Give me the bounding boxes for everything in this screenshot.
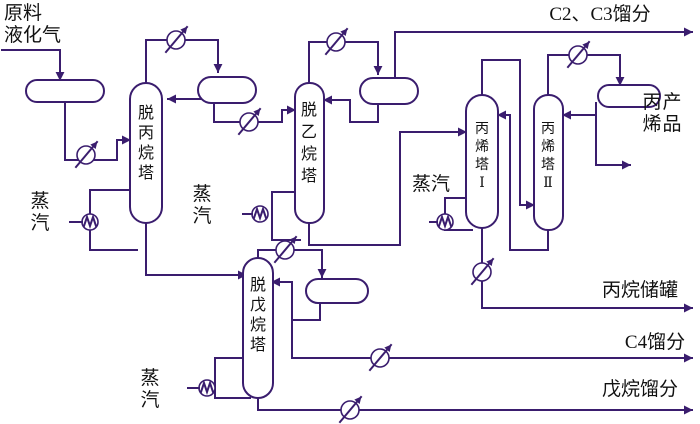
deethanizer-reboiler-loop — [271, 191, 301, 241]
steam-label-1: 蒸汽 — [30, 190, 49, 234]
deethanizer-column — [294, 82, 325, 224]
propylene-product-line — [595, 114, 631, 170]
c2c3-fraction-label: C2、C3馏分 — [549, 3, 650, 25]
propylene-tower2-reflux-line — [562, 102, 597, 120]
depropanizer-reflux-drum — [197, 76, 257, 104]
depropanizer-overhead-cooler-icon — [237, 107, 262, 136]
deethanizer-label: 脱乙烷塔 — [301, 101, 317, 185]
depropanizer-overhead-to-deethanizer-line — [213, 102, 296, 123]
propane-tank-label: 丙烷储罐 — [602, 279, 678, 301]
deethanizer-reflux-line — [323, 95, 379, 123]
pentane-outlet-line — [257, 397, 693, 415]
propane-outlet-line — [481, 227, 693, 313]
depentanizer-label: 脱戊烷塔 — [250, 276, 266, 354]
tower2-return-line — [497, 110, 549, 251]
depentanizer-reflux-drum — [305, 278, 369, 304]
pentane-cooler-icon — [338, 395, 363, 424]
feed-label-line2: 液化气 — [4, 24, 61, 46]
depropanizer-label: 脱丙烷塔 — [138, 104, 154, 182]
deethanizer-reboiler-heater-icon — [251, 205, 269, 223]
depentanizer-reboiler-loop — [214, 357, 251, 399]
feed-drum-to-depropanizer-line — [64, 99, 131, 161]
propylene-tower1-overhead-line — [481, 59, 535, 210]
depentanizer-condenser-icon — [273, 235, 298, 264]
steam-label-4: 蒸汽 — [140, 367, 159, 411]
propylene-condenser-icon — [566, 40, 591, 69]
deethanizer-reflux-drum — [359, 77, 419, 105]
propylene-reflux-drum — [597, 84, 661, 108]
propylene-tower1-reboiler-heater-icon — [436, 213, 454, 231]
c4-fraction-label: C4馏分 — [625, 331, 685, 353]
depropanizer-column — [129, 82, 163, 224]
steam-label-3: 蒸汽 — [412, 173, 450, 195]
deethanizer-condenser-icon — [324, 27, 349, 56]
propylene-tower-1-column — [465, 94, 499, 229]
depentanizer-column — [242, 257, 274, 399]
propane-cooler-icon — [470, 257, 495, 286]
depropanizer-bottoms-line — [145, 221, 247, 280]
propylene-tower-2-column — [533, 94, 564, 231]
deethanizer-bottoms-line — [308, 127, 467, 246]
feed-line — [1, 49, 65, 81]
pentane-fraction-label: 戊烷馏分 — [602, 378, 678, 400]
feed-drum — [25, 79, 105, 103]
c4-outlet-line — [291, 319, 693, 363]
depentanizer-reboiler-heater-icon — [198, 379, 216, 397]
feed-label-line1: 原料 — [4, 2, 42, 24]
c4-cooler-icon — [368, 343, 393, 372]
feed-preheater-icon — [74, 140, 99, 169]
c2c3-outlet-line — [394, 27, 693, 79]
steam-label-2: 蒸汽 — [192, 183, 211, 227]
propylene-product-label: 丙烯产品 — [642, 91, 681, 135]
depropanizer-condenser-icon — [164, 25, 189, 54]
depropanizer-reboiler-heater-icon — [81, 213, 99, 231]
